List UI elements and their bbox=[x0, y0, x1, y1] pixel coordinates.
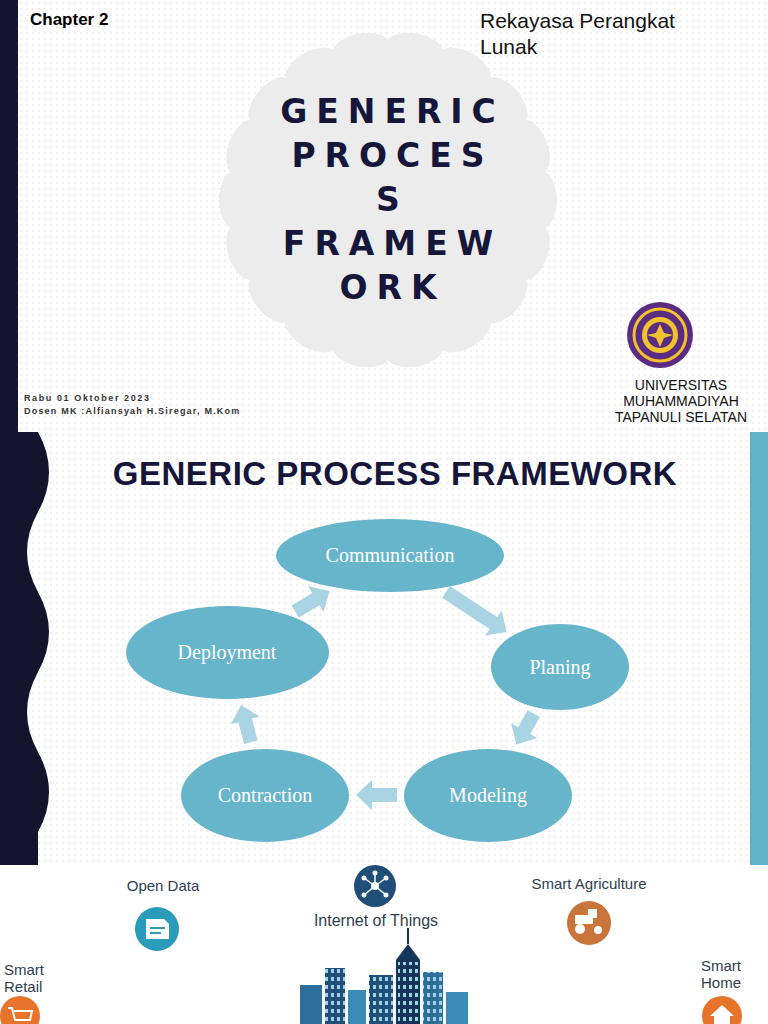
flow-arrow bbox=[292, 586, 330, 617]
icon-caption: Smart Agriculture bbox=[504, 875, 674, 893]
title-badge: GENERIC PROCES S FRAMEW ORK bbox=[218, 30, 558, 370]
icon-caption: Open Data bbox=[88, 877, 238, 895]
university-logo bbox=[627, 302, 693, 368]
process-label: Planing bbox=[529, 655, 590, 679]
badge-shape bbox=[219, 33, 557, 367]
slide-heading: GENERIC PROCESS FRAMEWORK bbox=[90, 452, 700, 496]
wavy-band bbox=[0, 432, 49, 865]
flow-arrow bbox=[231, 705, 260, 744]
flow-arrow bbox=[356, 780, 397, 810]
flow-arrow bbox=[442, 586, 507, 636]
home-icon bbox=[702, 996, 742, 1024]
ellipse-shape bbox=[491, 624, 629, 710]
process-label: Modeling bbox=[449, 783, 527, 807]
city-skyline bbox=[300, 928, 468, 1024]
course-name: Rekayasa Perangkat Lunak bbox=[480, 8, 730, 60]
slide-ground bbox=[0, 432, 768, 865]
date-text: Rabu 01 Oktober 2023 bbox=[24, 392, 344, 404]
icon-caption: Smart Home bbox=[686, 957, 756, 991]
ellipse-shape bbox=[126, 606, 329, 699]
slide-ground bbox=[0, 0, 768, 432]
process-ellipse: Communication bbox=[275, 518, 505, 593]
ellipse-shape bbox=[276, 519, 504, 592]
process-ellipse: Contraction bbox=[180, 748, 350, 843]
ellipse-shape bbox=[404, 749, 572, 842]
iot-icon bbox=[354, 865, 396, 907]
chapter-label: Chapter 2 bbox=[30, 9, 190, 31]
dot-texture bbox=[0, 0, 768, 432]
retail-icon bbox=[0, 996, 40, 1024]
icon-caption: Internet of Things bbox=[276, 911, 476, 930]
process-label: Deployment bbox=[178, 640, 277, 664]
process-label: Contraction bbox=[218, 783, 312, 807]
ellipse-shape bbox=[181, 749, 349, 842]
university-name: UNIVERSITAS MUHAMMADIYAH TAPANULI SELATA… bbox=[596, 377, 766, 425]
dot-texture bbox=[0, 432, 768, 865]
icon-caption: Smart Retail bbox=[4, 961, 66, 995]
lecturer-text: Dosen MK :Alfiansyah H.Siregar, M.Kom bbox=[24, 405, 364, 417]
agriculture-icon bbox=[567, 901, 611, 945]
side-bar bbox=[750, 432, 768, 865]
title-text: GENERIC PROCES S FRAMEW ORK bbox=[259, 90, 518, 310]
process-label: Communication bbox=[326, 543, 455, 567]
process-ellipse: Modeling bbox=[403, 748, 573, 843]
process-ellipse: Planing bbox=[490, 623, 630, 711]
open-data-icon bbox=[135, 907, 179, 951]
process-ellipse: Deployment bbox=[125, 605, 330, 700]
flow-arrow bbox=[511, 710, 540, 744]
slide-ground bbox=[0, 865, 768, 1024]
side-bar bbox=[0, 0, 18, 432]
